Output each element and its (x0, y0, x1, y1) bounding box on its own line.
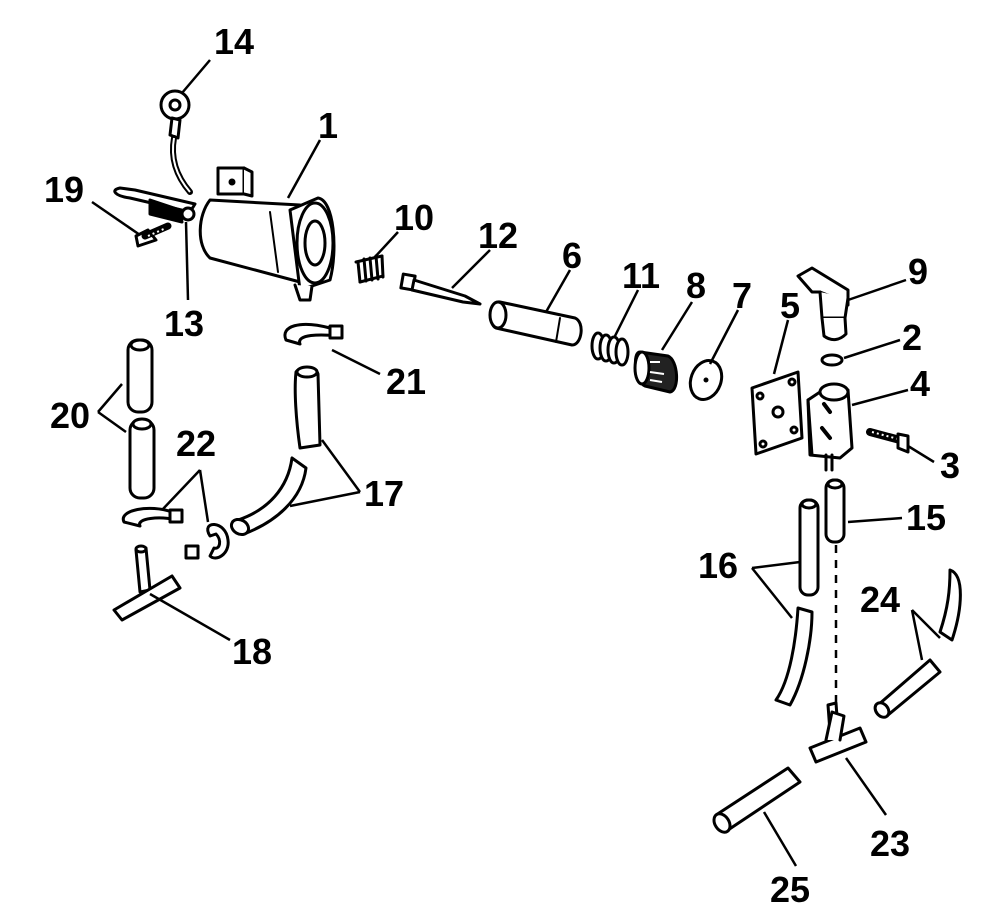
callout-21: 21 (386, 361, 426, 402)
callout-2: 2 (902, 317, 922, 358)
part-12-pin (399, 272, 482, 306)
callout-25: 25 (770, 869, 810, 910)
part-6-plunger (488, 300, 583, 347)
part-1-solenoid-body (198, 166, 336, 302)
callout-17: 17 (364, 473, 404, 514)
part-19-screw (134, 222, 172, 248)
part-22-clamp-right (184, 523, 230, 560)
part-9-elbow-fitting (796, 266, 850, 342)
part-22-clamp-left (121, 506, 184, 528)
part-24-hose-upper (938, 568, 962, 642)
callout-22: 22 (176, 423, 216, 464)
callout-20: 20 (50, 395, 90, 436)
part-13-bracket (113, 186, 197, 224)
callout-3: 3 (940, 445, 960, 486)
callout-18: 18 (232, 631, 272, 672)
callout-23: 23 (870, 823, 910, 864)
part-11-spring (590, 331, 630, 367)
part-20-hose-lower (128, 417, 156, 500)
part-10-spring (354, 254, 385, 284)
part-7-diaphragm-disc (688, 359, 724, 401)
part-8-valve-seat (633, 350, 678, 394)
callout-9: 9 (908, 251, 928, 292)
callout-12: 12 (478, 215, 518, 256)
part-15-hose (824, 478, 846, 544)
part-23-tee-fitting (808, 701, 868, 764)
callout-8: 8 (686, 265, 706, 306)
part-24-hose-lower (873, 658, 942, 719)
callout-15: 15 (906, 497, 946, 538)
part-16-hose-lower (774, 606, 814, 707)
part-17-hose-lower (229, 456, 308, 537)
part-5-gasket (750, 370, 804, 456)
part-25-hose (712, 766, 802, 834)
part-3-screw (866, 428, 910, 454)
callout-6: 6 (562, 235, 582, 276)
callout-7: 7 (732, 275, 752, 316)
callout-10: 10 (394, 197, 434, 238)
callout-labels: 1 2 3 4 5 6 7 8 9 10 11 12 13 14 15 16 1… (44, 21, 960, 910)
callout-19: 19 (44, 169, 84, 210)
leader-lines (91, 59, 941, 867)
part-4-valve-housing (806, 382, 854, 472)
callout-13: 13 (164, 303, 204, 344)
callout-24: 24 (860, 579, 900, 620)
part-17-hose-upper (293, 365, 322, 450)
part-21-hose-clamp (283, 322, 344, 346)
callout-16: 16 (698, 545, 738, 586)
callout-14: 14 (214, 21, 254, 62)
part-14-ground-wire (159, 89, 193, 195)
callout-11: 11 (622, 255, 660, 296)
callout-5: 5 (780, 285, 800, 326)
part-2-o-ring (820, 353, 844, 367)
callout-1: 1 (318, 105, 338, 146)
part-20-hose-upper (126, 338, 154, 414)
callout-4: 4 (910, 363, 930, 404)
part-18-tee-fitting (112, 544, 182, 622)
part-16-hose-upper (798, 498, 820, 597)
